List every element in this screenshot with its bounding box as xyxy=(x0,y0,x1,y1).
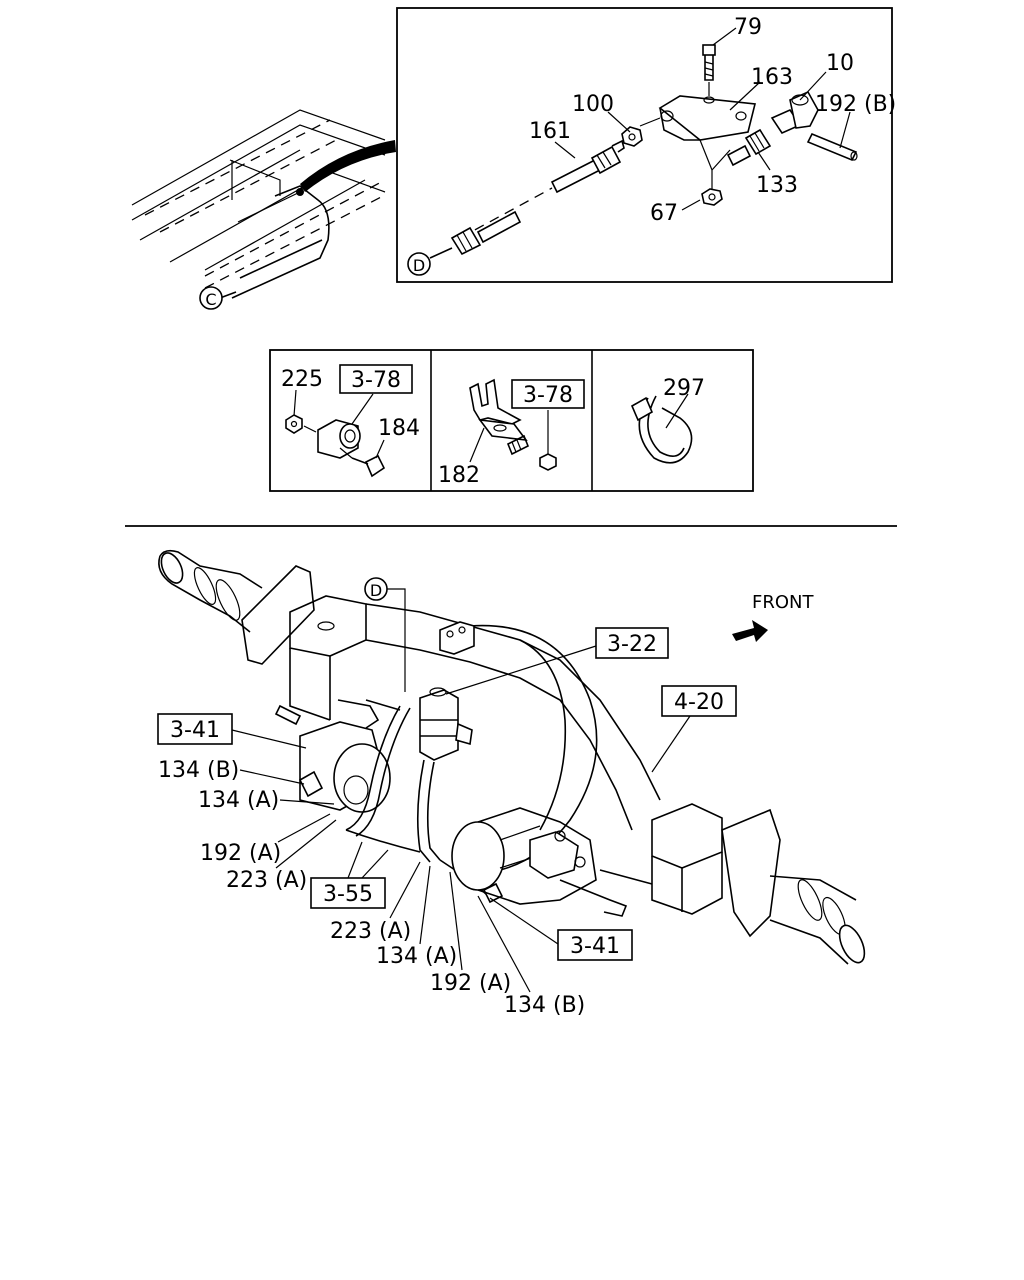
panel-cable-tie: 297 xyxy=(630,376,705,464)
callout-192a-bottom: 192 (A) xyxy=(430,971,511,996)
callout-182: 182 xyxy=(438,463,480,488)
callout-134a-left: 134 (A) xyxy=(198,788,279,813)
relay-valve xyxy=(419,687,473,761)
callout-133: 133 xyxy=(756,173,798,198)
part-elbow-10 xyxy=(770,90,819,135)
part-nut-67 xyxy=(701,188,723,206)
ref-box-420 xyxy=(661,685,737,717)
part-hose-192b xyxy=(806,132,858,162)
rear-axle-assembly: D FRONT 3-22 4-20 3-41 3-55 3-41 134 (B)… xyxy=(157,549,866,1018)
frame-rail-sketch: C xyxy=(131,109,396,310)
part-bracket-163 xyxy=(658,95,756,141)
ref-box-378-b xyxy=(511,379,585,409)
callout-297: 297 xyxy=(663,376,705,401)
panel-bracket: 3-78 182 xyxy=(438,378,585,488)
parts-panels: 3-78 225 184 3-78 182 297 xyxy=(269,349,754,492)
ref-322: 3-22 xyxy=(607,632,657,657)
ref-341-left: 3-41 xyxy=(170,718,220,743)
ref-355: 3-55 xyxy=(323,882,373,907)
ref-box-341-left xyxy=(157,713,233,745)
ref-box-378-a xyxy=(339,364,413,394)
callout-184: 184 xyxy=(378,416,420,441)
front-arrow-icon xyxy=(732,620,768,642)
detail-box-d: D 79 163 10 100 192 (B) 161 133 67 xyxy=(396,7,896,283)
callout-100: 100 xyxy=(572,92,614,117)
marker-d-top-circle xyxy=(407,252,431,276)
part-fitting-133 xyxy=(726,128,772,167)
callout-67: 67 xyxy=(650,201,678,226)
callout-10: 10 xyxy=(826,51,854,76)
callout-192a-left: 192 (A) xyxy=(200,841,281,866)
callout-223a-bottom: 223 (A) xyxy=(330,919,411,944)
callout-163: 163 xyxy=(751,65,793,90)
part-nut-100 xyxy=(621,126,643,147)
callout-223a-left: 223 (A) xyxy=(226,868,307,893)
part-bolt-79 xyxy=(702,44,716,81)
ref-341-right: 3-41 xyxy=(570,934,620,959)
part-hose-end xyxy=(429,210,522,259)
ref-378-a: 3-78 xyxy=(351,368,401,393)
callout-134b-left: 134 (B) xyxy=(158,758,239,783)
left-brake-chamber xyxy=(274,699,391,813)
ref-box-322 xyxy=(595,627,669,659)
callout-161: 161 xyxy=(529,119,571,144)
callout-79: 79 xyxy=(734,15,762,40)
marker-c-circle xyxy=(199,286,223,310)
front-label: FRONT xyxy=(752,592,814,613)
right-brake-chamber xyxy=(451,807,628,917)
marker-d-main: D xyxy=(370,581,382,600)
part-hose-161 xyxy=(459,139,625,239)
callout-134b-bottom: 134 (B) xyxy=(504,993,585,1018)
callout-192b-top: 192 (B) xyxy=(815,92,896,117)
ref-378-b: 3-78 xyxy=(523,383,573,408)
callout-134a-bottom: 134 (A) xyxy=(376,944,457,969)
ref-420: 4-20 xyxy=(674,690,724,715)
marker-c: C xyxy=(205,290,216,309)
panel-clamp: 3-78 225 184 xyxy=(281,364,420,478)
detail-frame xyxy=(396,7,893,283)
ref-box-341-right xyxy=(557,929,633,961)
callout-225: 225 xyxy=(281,367,323,392)
marker-d-top: D xyxy=(413,256,425,275)
